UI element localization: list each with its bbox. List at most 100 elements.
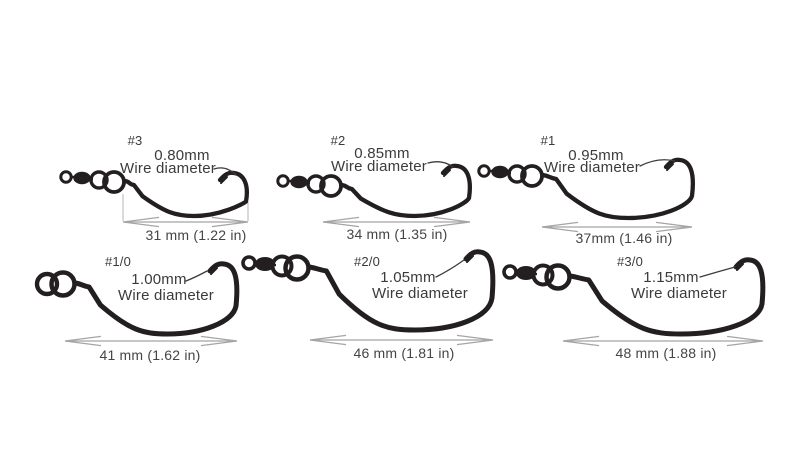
wire-diameter-label: Wire diameter — [331, 158, 427, 175]
dimension-arrow — [64, 335, 238, 347]
hook-size-label: #2/0 — [353, 254, 381, 269]
hook-length-label: 48 mm (1.88 in) — [615, 345, 717, 361]
wire-diameter-label: Wire diameter — [372, 285, 468, 302]
wire-diameter-label: Wire diameter — [118, 287, 214, 304]
wire-leader-line — [213, 167, 237, 176]
hook-barb — [210, 267, 218, 275]
swivel-barrel — [290, 175, 308, 189]
wire-diameter-value: 1.05mm — [380, 269, 436, 286]
wire-leader-line — [435, 259, 465, 278]
swivel-assembly — [34, 271, 60, 297]
wire-diameter-label: Wire diameter — [631, 285, 727, 302]
wire-diameter-value: 1.00mm — [131, 271, 187, 288]
arrowhead-icon — [322, 221, 360, 228]
swivel-end-ring — [276, 174, 290, 188]
arrowhead-icon — [200, 340, 238, 347]
hook-figure-1 — [59, 167, 249, 228]
hook-size-label: #2 — [330, 133, 346, 148]
arrowhead-icon — [122, 216, 160, 223]
wire-leader-line — [185, 270, 208, 282]
hook-length-label: 37mm (1.46 in) — [575, 230, 673, 246]
arrowhead-icon — [433, 216, 471, 223]
hook-size-label: #3/0 — [616, 254, 644, 269]
hook-figure-5 — [241, 249, 496, 346]
wire-leader-line — [427, 161, 454, 168]
arrowhead-icon — [122, 221, 160, 228]
hook-length-label: 46 mm (1.81 in) — [353, 345, 455, 361]
swivel-assembly — [59, 170, 109, 190]
hook-figure-6 — [502, 257, 766, 347]
hook-barb — [443, 169, 451, 177]
hook-eye-icon — [544, 263, 572, 291]
hook-body — [102, 170, 249, 219]
swivel-barrel — [491, 165, 509, 179]
arrowhead-icon — [64, 335, 102, 342]
arrowhead-icon — [726, 335, 764, 342]
swivel-barrel — [255, 257, 275, 271]
wire-diameter-label: Wire diameter — [544, 159, 640, 176]
arrowhead-icon — [322, 216, 360, 223]
wire-diameter-label: Wire diameter — [120, 160, 216, 177]
dimension-arrow — [541, 221, 693, 233]
hook-length-label: 34 mm (1.35 in) — [346, 226, 448, 242]
hook-wire — [307, 249, 496, 333]
hook-body — [544, 257, 766, 337]
hook-figure-4 — [34, 261, 240, 347]
arrowhead-icon — [309, 339, 347, 346]
swivel-end-ring — [477, 164, 491, 178]
arrowhead-icon — [211, 221, 249, 228]
swivel-end-ring — [59, 170, 73, 184]
swivel-barrel — [516, 266, 536, 280]
dimension-arrow — [322, 216, 471, 228]
wire-diameter-value: 1.15mm — [643, 269, 699, 286]
swivel-assembly — [477, 164, 527, 184]
arrowhead-icon — [433, 221, 471, 228]
hook-figure-2 — [276, 161, 472, 228]
wire-diameter-value: 0.80mm — [154, 147, 210, 164]
hook-barb — [220, 176, 228, 184]
hook-wire — [568, 257, 766, 337]
hook-wire — [540, 157, 695, 221]
swivel-barrel — [73, 171, 91, 185]
wire-diameter-value: 0.95mm — [568, 147, 624, 164]
swivel-ring — [34, 271, 60, 297]
arrowhead-icon — [541, 226, 579, 233]
arrowhead-icon — [456, 334, 494, 341]
wire-diameter-value: 0.85mm — [354, 145, 410, 162]
arrowhead-icon — [211, 216, 249, 223]
hook-barb — [736, 263, 744, 271]
dimension-arrow — [122, 216, 249, 228]
swivel-end-ring — [502, 264, 518, 280]
hook-body — [49, 261, 240, 337]
hook-barb — [666, 163, 674, 171]
arrowhead-icon — [541, 221, 579, 228]
hook-barb — [466, 255, 474, 263]
extension-lines — [122, 194, 249, 221]
hook-body — [520, 157, 695, 221]
hook-body — [319, 163, 472, 219]
dimension-arrow — [562, 335, 764, 347]
arrowhead-icon — [309, 334, 347, 341]
hook-figure-3 — [477, 157, 695, 233]
swivel-end-ring — [241, 255, 257, 271]
hook-body — [283, 249, 496, 333]
arrowhead-icon — [562, 335, 600, 342]
hook-wire — [339, 163, 472, 219]
arrowhead-icon — [726, 340, 764, 347]
swivel-assembly — [502, 263, 555, 287]
wire-leader-line — [699, 266, 736, 278]
hook-size-label: #3 — [127, 133, 143, 148]
dimension-arrow — [309, 334, 494, 346]
hook-size-label: #1 — [540, 133, 556, 148]
hook-wire — [122, 170, 249, 219]
hook-size-label: #1/0 — [104, 254, 132, 269]
arrowhead-icon — [655, 221, 693, 228]
arrowhead-icon — [64, 340, 102, 347]
wire-leader-line — [639, 159, 676, 167]
hook-length-label: 31 mm (1.22 in) — [145, 227, 247, 243]
arrowhead-icon — [562, 340, 600, 347]
arrowhead-icon — [456, 339, 494, 346]
arrowhead-icon — [200, 335, 238, 342]
swivel-assembly — [276, 174, 326, 194]
